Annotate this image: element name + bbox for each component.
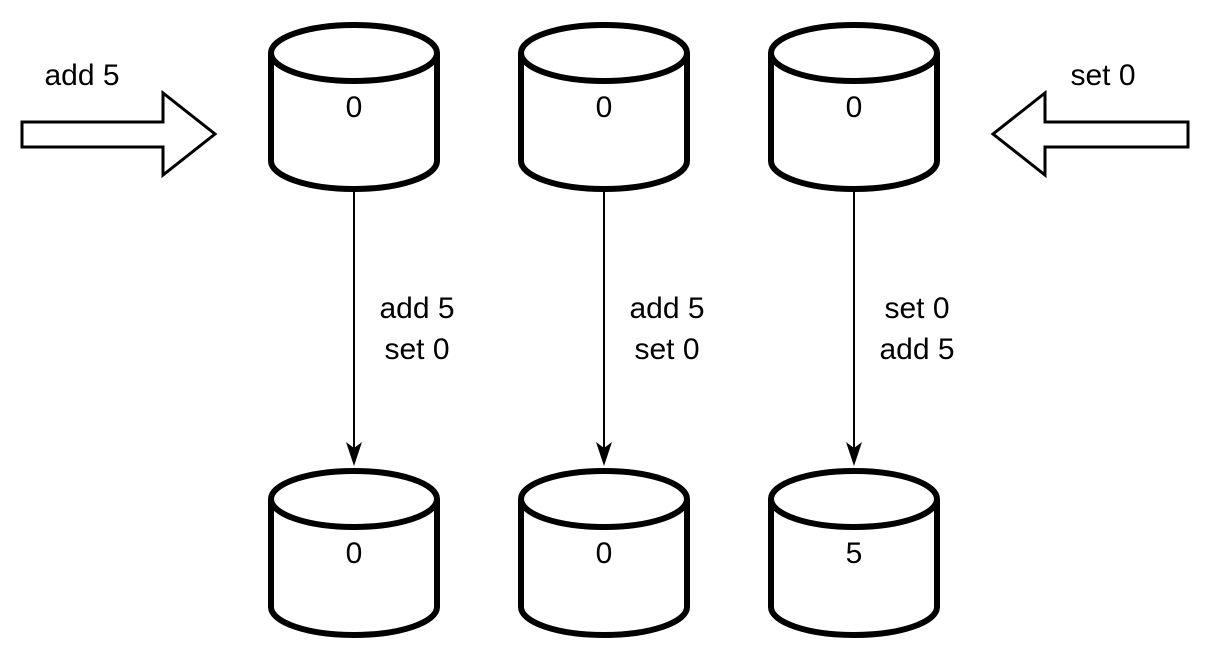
database-cylinder-bottom-2: 0 [518, 468, 690, 638]
ops-line: set 0 [384, 333, 450, 366]
ops-order-label-3: set 0 add 5 [862, 288, 972, 370]
db-value-after: 0 [346, 537, 363, 570]
cylinder-top-ellipse [768, 22, 940, 84]
database-cylinder-top-3: 0 [768, 22, 940, 192]
database-cylinder-bottom-3: 5 [768, 468, 940, 638]
ops-line: set 0 [884, 292, 950, 325]
ops-line: add 5 [379, 292, 455, 325]
down-arrow-icon [596, 192, 612, 466]
right-block-arrow-icon [20, 90, 218, 179]
cylinder-body [268, 499, 440, 638]
arrow-head [596, 442, 612, 466]
cylinder-top-ellipse [518, 468, 690, 530]
cylinder-top-ellipse [768, 468, 940, 530]
cylinder-body [768, 53, 940, 192]
database-cylinder-bottom-1: 0 [268, 468, 440, 638]
down-arrow-icon [846, 192, 862, 466]
arrow-head [846, 442, 862, 466]
db-value-after: 5 [846, 537, 863, 570]
ops-line: set 0 [634, 333, 700, 366]
cylinder-body [768, 499, 940, 638]
incoming-op-right-label: set 0 [1070, 59, 1136, 92]
cylinder-top-ellipse [518, 22, 690, 84]
ops-order-label-2: add 5 set 0 [612, 288, 722, 370]
incoming-op-left-label: add 5 [44, 59, 120, 92]
ops-line: add 5 [629, 292, 705, 325]
cylinder-body [518, 499, 690, 638]
db-value-before: 0 [596, 91, 613, 124]
database-cylinder-top-2: 0 [518, 22, 690, 192]
replica-column-1: 0 add 5 set 0 0 [268, 0, 455, 657]
cylinder-top-ellipse [268, 468, 440, 530]
replica-column-2: 0 add 5 set 0 0 [518, 0, 705, 657]
db-value-before: 0 [846, 91, 863, 124]
replica-column-3: 0 set 0 add 5 5 [768, 0, 955, 657]
down-arrow-icon [346, 192, 362, 466]
db-value-before: 0 [346, 91, 363, 124]
ops-order-label-1: add 5 set 0 [362, 288, 472, 370]
cylinder-top-ellipse [268, 22, 440, 84]
database-cylinder-top-1: 0 [268, 22, 440, 192]
right-block-arrow-shape [20, 90, 218, 179]
db-value-after: 0 [596, 537, 613, 570]
cylinder-body [518, 53, 690, 192]
left-block-arrow-shape [990, 90, 1190, 179]
ops-line: add 5 [879, 333, 955, 366]
left-block-arrow-icon [990, 90, 1190, 179]
cylinder-body [268, 53, 440, 192]
arrow-head [346, 442, 362, 466]
